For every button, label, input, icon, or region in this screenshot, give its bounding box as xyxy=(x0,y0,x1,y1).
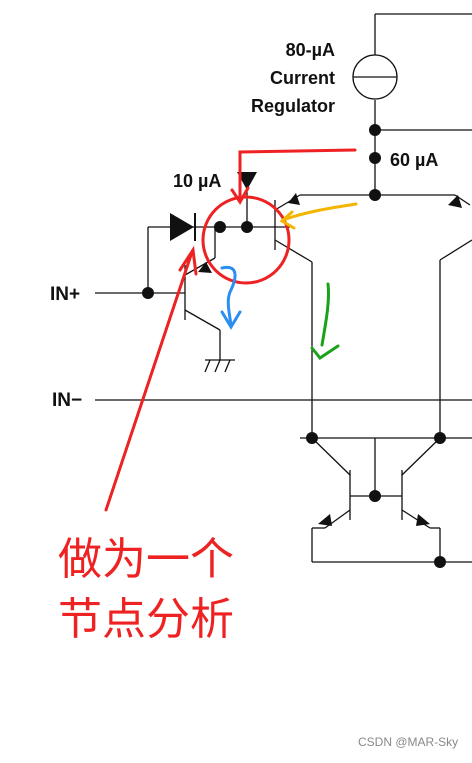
ground-tick-2 xyxy=(214,359,221,373)
in-plus-label: IN+ xyxy=(50,284,80,305)
junction-dot xyxy=(369,189,381,201)
red-node-circle xyxy=(201,195,291,285)
green-arrow-stroke xyxy=(320,282,330,347)
red-annotation xyxy=(104,148,357,512)
q2-collector xyxy=(274,239,313,263)
junction-dots xyxy=(142,124,446,568)
red-arrow-head xyxy=(230,186,250,205)
arrow-heads xyxy=(170,172,462,526)
mirror-left-collector xyxy=(311,437,351,476)
red-pointer-head xyxy=(178,245,198,276)
mirror-right-collector xyxy=(401,437,441,476)
regulator-label-line3: Regulator xyxy=(251,96,335,116)
red-current-path xyxy=(238,148,357,202)
in-minus-label: IN− xyxy=(52,390,82,411)
current-source-triangle xyxy=(237,172,257,190)
orange-current-arrow xyxy=(279,202,358,230)
annotation-line1: 做为一个 xyxy=(58,534,234,585)
ground-tick-3 xyxy=(224,359,231,373)
q3-collector xyxy=(439,239,472,261)
junction-dot xyxy=(369,490,381,502)
watermark: CSDN @MAR-Sky xyxy=(358,735,458,749)
junction-dot xyxy=(214,221,226,233)
blue-arrow-stroke xyxy=(220,265,237,328)
q3-emitter-arrow xyxy=(448,195,462,208)
junction-dot xyxy=(369,152,381,164)
red-pointer-line xyxy=(104,250,194,512)
annotation-line2: 节点分析 xyxy=(58,594,234,645)
junction-dot xyxy=(306,432,318,444)
green-arrow-head xyxy=(310,344,340,361)
q-in-emitter xyxy=(184,257,216,276)
ground-tick-1 xyxy=(204,359,211,373)
junction-dot xyxy=(434,556,446,568)
mirror-right-arrow xyxy=(416,514,430,526)
junction-dot xyxy=(241,221,253,233)
current-10-label: 10 µA xyxy=(173,171,221,191)
orange-arrow-stroke xyxy=(281,202,358,222)
q2-emitter-arrow xyxy=(288,193,300,205)
regulator-label-line2: Current xyxy=(270,68,335,88)
q-in-emitter-arrow xyxy=(198,262,212,273)
diode-triangle xyxy=(170,213,194,241)
blue-current-arrow xyxy=(220,265,242,330)
q-in-collector xyxy=(184,309,221,331)
mirror-right-emitter xyxy=(401,509,431,529)
junction-dot xyxy=(369,124,381,136)
regulator-label-line1: 80-µA xyxy=(286,40,335,60)
blue-arrow-head xyxy=(220,310,242,330)
junction-dot xyxy=(434,432,446,444)
green-current-arrow xyxy=(310,282,340,361)
orange-arrow-head xyxy=(279,210,296,230)
current-60-label: 60 µA xyxy=(390,150,438,170)
junction-dot xyxy=(142,287,154,299)
mirror-left-arrow xyxy=(318,514,332,526)
